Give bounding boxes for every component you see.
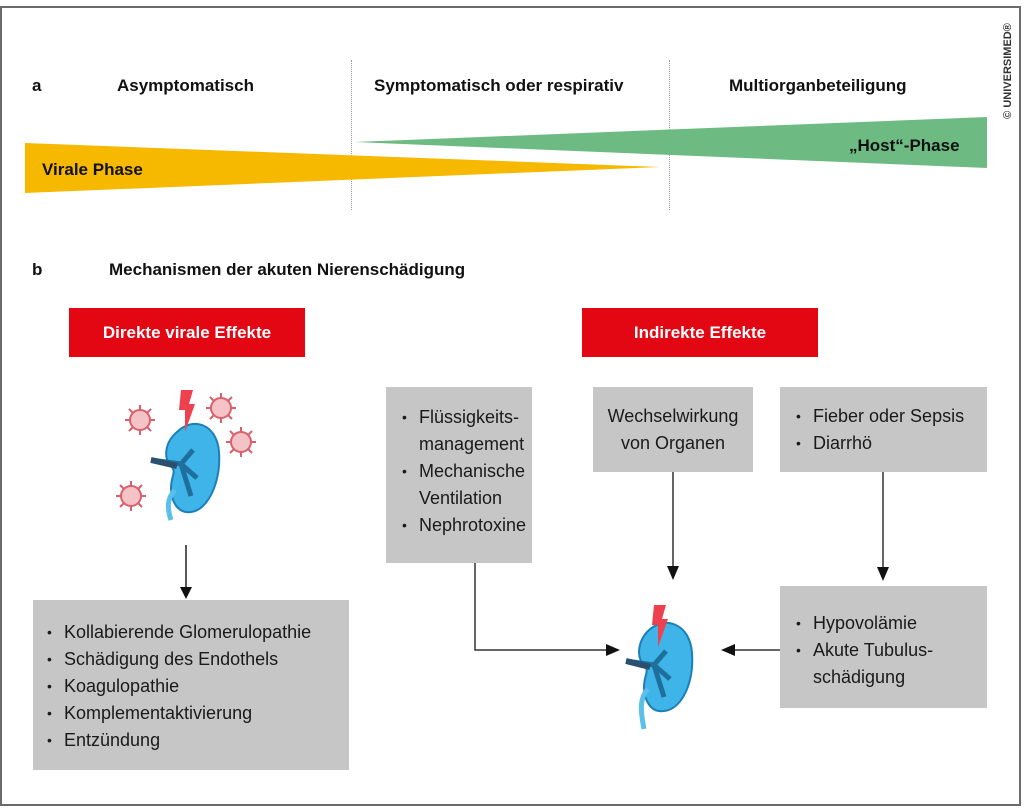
figure-frame bbox=[0, 6, 1021, 806]
phase-symptomatic: Symptomatisch oder respirativ bbox=[374, 76, 624, 95]
organ-interaction-line: Wechselwirkung bbox=[607, 406, 739, 426]
indirect-effects-header-text: Indirekte Effekte bbox=[633, 322, 767, 342]
arrow-direct-down bbox=[180, 545, 192, 599]
indirect-item: Diarrhö bbox=[796, 430, 987, 457]
phase-multiorgan: Multiorganbeteiligung bbox=[729, 76, 907, 95]
organ-interaction-line: von Organen bbox=[620, 433, 726, 453]
virus-icon bbox=[226, 427, 256, 457]
indirect-item: Nephrotoxine bbox=[402, 512, 532, 539]
lightning-bolt-icon bbox=[179, 390, 195, 432]
indirect-item-text: management bbox=[419, 434, 525, 454]
host-phase-wedge bbox=[355, 117, 987, 168]
indirect-item: Flüssigkeits-management bbox=[402, 404, 532, 458]
direct-effects-box: Kollabierende Glomerulopathie Schädigung… bbox=[33, 600, 349, 770]
phase-wedges bbox=[25, 117, 987, 193]
indirect-item-text: Ventilation bbox=[419, 488, 503, 508]
indirect-item-text: Akute Tubulus- bbox=[813, 640, 934, 660]
indirect-box-hypovolemia: Hypovolämie Akute Tubulus-schädigung bbox=[780, 586, 987, 708]
indirect-item-text: Flüssigkeits- bbox=[419, 407, 520, 427]
phase-divider-1 bbox=[351, 60, 352, 210]
virus-icon bbox=[116, 481, 146, 511]
section-b-label: b bbox=[32, 260, 43, 279]
central-kidney-illustration bbox=[625, 605, 694, 730]
arrow-hypovolemia-to-kidney bbox=[721, 644, 780, 656]
direct-effect-item: Kollabierende Glomerulopathie bbox=[47, 619, 349, 646]
indirect-item-text: Mechanische bbox=[419, 461, 526, 481]
indirect-box-fever: Fieber oder Sepsis Diarrhö bbox=[780, 387, 987, 472]
indirect-item: Akute Tubulus-schädigung bbox=[796, 637, 987, 691]
host-phase-label: „Host“-Phase bbox=[849, 136, 960, 155]
arrow-management-to-kidney bbox=[474, 563, 620, 656]
indirect-item-text: schädigung bbox=[813, 667, 906, 687]
indirect-item: Fieber oder Sepsis bbox=[796, 403, 987, 430]
kidney-icon bbox=[150, 422, 221, 521]
viral-phase-wedge bbox=[25, 143, 660, 193]
kidney-virus-illustration bbox=[116, 390, 256, 521]
indirect-item: Hypovolämie bbox=[796, 610, 987, 637]
section-a-label: a bbox=[32, 76, 42, 95]
viral-phase-label: Virale Phase bbox=[42, 160, 143, 179]
arrow-organ-to-kidney bbox=[667, 472, 679, 580]
virus-icon bbox=[125, 405, 155, 435]
kidney-icon bbox=[625, 621, 694, 730]
direct-effect-item: Koagulopathie bbox=[47, 673, 349, 700]
lightning-bolt-icon bbox=[652, 605, 668, 647]
phase-asymptomatic: Asymptomatisch bbox=[117, 76, 254, 95]
direct-effects-header-text: Direkte virale Effekte bbox=[102, 322, 272, 342]
indirect-box-management: Flüssigkeits-management MechanischeVenti… bbox=[386, 387, 532, 563]
direct-effect-item: Schädigung des Endothels bbox=[47, 646, 349, 673]
indirect-box-organ-interaction: Wechselwirkung von Organen bbox=[593, 387, 753, 472]
indirect-effects-header: Indirekte Effekte bbox=[582, 308, 818, 357]
section-b-title: Mechanismen der akuten Nierenschädigung bbox=[109, 260, 466, 279]
virus-icon bbox=[206, 393, 236, 423]
direct-effect-item: Komplementaktivierung bbox=[47, 700, 349, 727]
direct-effects-header: Direkte virale Effekte bbox=[69, 308, 305, 357]
direct-effect-item: Entzündung bbox=[47, 727, 349, 754]
arrow-fever-to-hypovolemia bbox=[877, 472, 889, 581]
